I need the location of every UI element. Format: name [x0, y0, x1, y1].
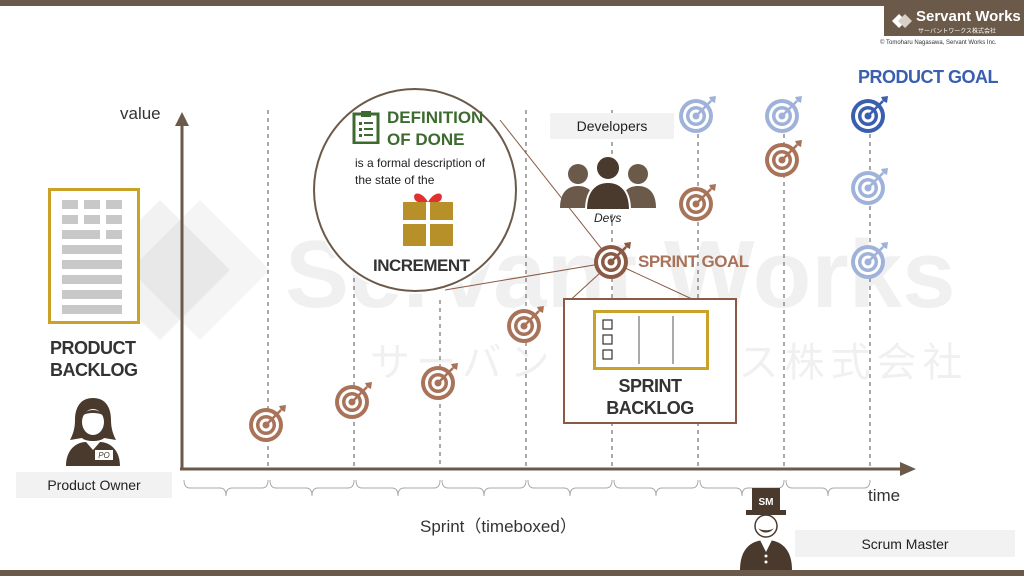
sprint-brace-4	[441, 479, 527, 497]
product-owner-label: Product Owner	[16, 472, 172, 498]
sprint-brace-8	[785, 479, 871, 497]
bottom-bar	[0, 570, 1024, 576]
sprint-brace-5	[527, 479, 613, 497]
sb-callout-line-2	[611, 261, 706, 306]
y-axis-label: value	[120, 104, 161, 123]
sm-badge: SM	[759, 497, 774, 508]
devs-caption: Devs	[594, 211, 622, 225]
y-axis-arrow	[175, 112, 189, 126]
developers-icon	[560, 155, 656, 211]
sprint-backlog-board-icon	[593, 310, 709, 370]
sprint-backlog-box: SPRINT BACKLOG	[563, 298, 737, 424]
x-axis-label: time	[868, 486, 901, 505]
scrum-master-label: Scrum Master	[795, 530, 1015, 557]
product-backlog-label-line2: BACKLOG	[50, 360, 138, 380]
sprint-goal-label: SPRINT GOAL	[638, 252, 749, 271]
increment-target-icon-1	[247, 403, 288, 444]
product-backlog-label-line1: PRODUCT	[50, 338, 136, 358]
dod-title-line2: OF DONE	[387, 130, 465, 149]
increment-label: INCREMENT	[373, 256, 470, 275]
copyright: © Tomoharu Nagasawa, Servant Works Inc.	[880, 40, 997, 46]
brand-logo: Servant Works サーバントワークス株式会社	[884, 6, 1024, 36]
future-target-icon-4	[849, 240, 890, 281]
sprint-brace-7	[699, 479, 785, 497]
brand-mark-icon	[892, 14, 912, 28]
product-goal-label: PRODUCT GOAL	[858, 67, 999, 87]
product-goal-target-icon	[849, 94, 890, 135]
dod-title-line1: DEFINITION	[387, 108, 484, 127]
sprint-brace-6	[613, 479, 699, 497]
brand-name: Servant Works	[916, 8, 1021, 25]
increment-target-icon-4	[505, 304, 546, 345]
sprint-brace-2	[269, 479, 355, 497]
product-backlog-icon	[48, 188, 140, 324]
sprint-goal-target-icon	[592, 240, 633, 281]
increment-target-icon-6	[763, 138, 804, 179]
dod-description-line2: the state of the	[355, 173, 435, 187]
dod-callout-line-1	[499, 119, 613, 263]
scrum-master-icon: SM	[740, 488, 792, 570]
brand-kana: サーバントワークス株式会社	[918, 29, 997, 35]
increment-target-icon-2	[333, 380, 374, 421]
future-target-icon-1	[677, 94, 718, 135]
dod-description-line1: is a formal description of	[355, 156, 486, 170]
sprint-backlog-label-line1: SPRINT	[618, 376, 682, 396]
top-bar	[0, 0, 1024, 6]
po-badge: PO	[98, 451, 110, 460]
dod-callout-line-2	[444, 261, 613, 291]
sprint-backlog-label-line2: BACKLOG	[606, 398, 694, 418]
future-target-icon-3	[849, 166, 890, 207]
sprint-brace-3	[355, 479, 441, 497]
clipboard-icon	[352, 111, 380, 144]
sprint-brace-1	[183, 479, 269, 497]
increment-target-icon-5	[677, 182, 718, 223]
sprint-label: Sprint（timeboxed）	[420, 517, 577, 536]
developers-label: Developers	[550, 113, 674, 139]
definition-of-done-callout: DEFINITION OF DONE is a formal descripti…	[313, 88, 517, 292]
increment-target-icon-3	[419, 361, 460, 402]
future-target-icon-2	[763, 94, 804, 135]
gift-icon	[403, 193, 453, 246]
x-axis-arrow	[900, 462, 916, 476]
product-owner-icon: PO	[66, 398, 120, 466]
